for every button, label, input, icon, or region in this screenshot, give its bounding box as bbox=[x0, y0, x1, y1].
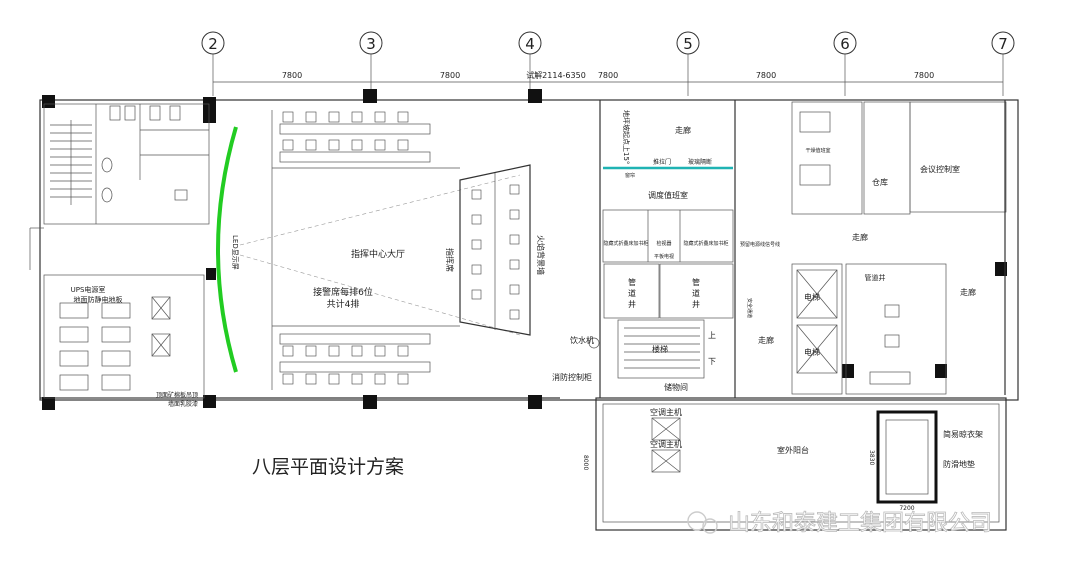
columns bbox=[42, 89, 1007, 410]
dimension-label: 7800 bbox=[598, 71, 618, 80]
dimension-label: 7800 bbox=[440, 71, 460, 80]
stair-treads bbox=[50, 120, 92, 205]
command-seats bbox=[471, 184, 520, 320]
axis-bubble: 2 bbox=[201, 31, 225, 96]
room-label-balcony: 室外阳台 bbox=[777, 445, 809, 455]
axis-label: 5 bbox=[683, 35, 693, 53]
axis-bubble: 6 bbox=[833, 31, 857, 96]
dimension-label: 7200 bbox=[899, 505, 914, 512]
axis-label: 6 bbox=[840, 35, 850, 53]
room-label-meeting: 会议控制室 bbox=[920, 164, 960, 174]
label-command-seats: 指挥席 bbox=[445, 248, 455, 272]
seat-note-line1: 接警席每排6位 bbox=[313, 286, 373, 298]
room-label-corridor-right: 走廊 bbox=[852, 232, 868, 242]
note-wall: 墙面乳胶漆 bbox=[168, 400, 198, 408]
outer-walls bbox=[39, 99, 1019, 531]
toilet-fixture bbox=[101, 105, 188, 203]
note-tv: 平板电视 bbox=[654, 253, 674, 260]
shaft-label: 管 bbox=[692, 277, 700, 287]
watermark: 山东和泰建工集团有限公司 bbox=[687, 511, 992, 536]
label-stairs: 楼梯 bbox=[652, 344, 668, 354]
shaft-label: 井 bbox=[692, 299, 700, 309]
room-label-ups: UPS电源室 bbox=[71, 285, 106, 294]
stair-treads bbox=[624, 327, 700, 369]
shaft-label: 道 bbox=[628, 288, 636, 298]
dimension-annotation: 试解2114-6350 bbox=[526, 70, 586, 80]
room-label-corridor-mid: 走廊 bbox=[758, 335, 774, 345]
axis-bubble: 4 bbox=[518, 31, 542, 96]
middle-block: 走廊 地坪坡起点上15° 推拉门 玻璃隔断 窗帘 调度值班室 隐藏式折叠床加书柜… bbox=[552, 100, 780, 398]
note-hidden-bed-1: 隐藏式折叠床加书柜 bbox=[603, 240, 648, 247]
shaft-label: 道 bbox=[692, 288, 700, 298]
dimension-label: 7800 bbox=[282, 71, 302, 80]
label-ac-unit-2: 空调主机 bbox=[650, 439, 682, 449]
room-label-warehouse: 仓库 bbox=[872, 177, 888, 187]
axis-bubble: 5 bbox=[676, 31, 700, 96]
label-storage: 储物间 bbox=[664, 382, 688, 392]
dimension-label: 7800 bbox=[914, 71, 934, 80]
room-label-corridor-top: 走廊 bbox=[675, 125, 691, 135]
axis-bubble: 3 bbox=[359, 31, 383, 96]
room-label-corridor-right-2: 走廊 bbox=[960, 287, 976, 297]
label-fire-cabinet: 消防控制柜 bbox=[552, 372, 592, 382]
label-window: 窗帘 bbox=[625, 172, 635, 179]
seat-note-line2: 共计4排 bbox=[327, 298, 360, 310]
label-back-wall: 火焰背景墙 bbox=[536, 235, 546, 275]
note-reserved-line: 预留电源线信号线 bbox=[740, 241, 780, 248]
dimension-label: 7800 bbox=[756, 71, 776, 80]
seat-group bbox=[282, 111, 409, 385]
axis-label: 3 bbox=[366, 35, 376, 53]
dimension-label: 3830 bbox=[868, 450, 875, 465]
ups-room: UPS电源室 地面防静电地板 bbox=[29, 227, 205, 399]
label-pipe-well: 管道井 bbox=[865, 273, 886, 282]
note-monitor: 检视器 bbox=[656, 240, 671, 247]
note-ceiling: 顶面矿棉板吊顶 bbox=[156, 391, 198, 399]
label-water-dispenser: 饮水机 bbox=[570, 335, 594, 345]
room-note-ups-floor: 地面防静电地板 bbox=[74, 295, 123, 304]
plan-title: 八层平面设计方案 bbox=[252, 456, 404, 478]
note-slope: 地坪坡起点上15° bbox=[622, 110, 631, 164]
label-dorm: 干燥值班室 bbox=[805, 147, 830, 154]
desk-row bbox=[279, 123, 431, 373]
right-block: 干燥值班室 仓库 会议控制室 走廊 走廊 电梯 电梯 管道井 bbox=[791, 100, 1007, 395]
label-glass-partition: 玻璃隔断 bbox=[688, 158, 712, 166]
axis-label: 7 bbox=[998, 35, 1008, 53]
company-watermark: 山东和泰建工集团有限公司 bbox=[728, 511, 992, 536]
label-down: 下 bbox=[708, 357, 716, 366]
label-anti-slip: 防滑地垫 bbox=[943, 459, 975, 469]
room-label-dispatch: 调度值班室 bbox=[648, 190, 688, 200]
grid-axes: 2 3 4 5 6 7 7800 7800 780 bbox=[201, 31, 1015, 96]
label-elevator-1: 电梯 bbox=[804, 292, 820, 302]
label-ac-unit-1: 空调主机 bbox=[650, 407, 682, 417]
shaft-label: 管 bbox=[628, 277, 636, 287]
room-label-hall: 指挥中心大厅 bbox=[351, 248, 405, 260]
dimension-label: 8000 bbox=[582, 455, 589, 470]
restroom-block bbox=[43, 103, 210, 225]
label-elevator-2: 电梯 bbox=[804, 347, 820, 357]
axis-bubble: 7 bbox=[991, 31, 1015, 96]
room-label-led: LED显示屏 bbox=[231, 235, 239, 270]
label-sliding-door: 推拉门 bbox=[653, 158, 671, 166]
command-hall: LED显示屏 指挥中心大厅 接警席每排6位 共计4排 指挥席 bbox=[156, 110, 546, 408]
note-hidden-bed-2: 隐藏式折叠床加书柜 bbox=[683, 240, 728, 247]
balcony: 空调主机 空调主机 室外阳台 8000 3830 7200 简易晾衣架 防滑地垫 bbox=[582, 407, 983, 512]
label-up: 上 bbox=[708, 331, 716, 340]
shaft-label: 井 bbox=[628, 299, 636, 309]
axis-label: 4 bbox=[525, 35, 535, 53]
label-safety-exit: 安全通道 bbox=[746, 298, 753, 318]
axis-label: 2 bbox=[208, 35, 218, 53]
label-drying-rack: 简易晾衣架 bbox=[943, 429, 983, 439]
led-screen bbox=[216, 126, 238, 373]
